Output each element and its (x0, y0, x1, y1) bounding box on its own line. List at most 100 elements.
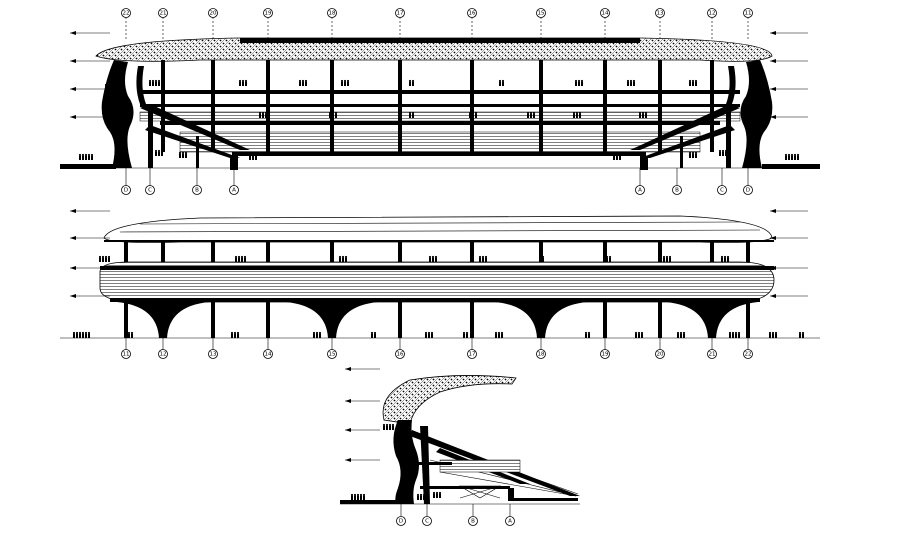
left-level-marker (70, 294, 110, 298)
spectator-figure (662, 255, 666, 262)
spectator-figure (694, 151, 698, 158)
grid-bubble-22: 22 (121, 8, 131, 18)
svg-text:17: 17 (469, 351, 476, 357)
grid-bubble-19: 19 (600, 349, 610, 359)
spectator-figure (665, 255, 669, 262)
svg-text:20: 20 (210, 10, 217, 16)
svg-text:D: D (124, 187, 128, 193)
column (124, 240, 128, 264)
column (470, 240, 474, 264)
spectator-figure (737, 331, 741, 338)
spectator-figure (691, 79, 695, 86)
spectator-figure (682, 331, 686, 338)
spectator-figure (468, 111, 472, 118)
spectator-figure (408, 453, 412, 460)
grid-bubble-13: 13 (208, 349, 218, 359)
spectator-figure (359, 493, 363, 500)
svg-text:21: 21 (709, 351, 716, 357)
spectator-figure (494, 331, 498, 338)
left-level-marker (345, 458, 380, 462)
svg-text:11: 11 (745, 10, 752, 16)
left-level-marker (70, 59, 110, 63)
column (603, 302, 607, 338)
svg-text:D: D (399, 518, 403, 524)
right-level-marker (770, 59, 808, 63)
svg-text:C: C (720, 187, 724, 193)
svg-text:22: 22 (745, 351, 752, 357)
spectator-figure (615, 153, 619, 160)
spectator-figure (243, 255, 247, 262)
spectator-figure (574, 79, 578, 86)
column (470, 302, 474, 338)
spectator-figure (241, 79, 245, 86)
spectator-figure (84, 153, 88, 160)
grid-bubble-13: 13 (655, 8, 665, 18)
spectator-figure (465, 331, 469, 338)
spectator-figure (334, 111, 338, 118)
spectator-figure (104, 83, 108, 90)
spectator-figure (338, 255, 342, 262)
spectator-figure (230, 331, 234, 338)
spectator-figure (787, 153, 791, 160)
spectator-figure (254, 153, 258, 160)
spectator-figure (258, 111, 262, 118)
column (658, 60, 662, 152)
svg-text:11: 11 (123, 351, 130, 357)
column (330, 60, 334, 152)
spectator-figure (75, 331, 79, 338)
grid-bubble-C: C (422, 516, 432, 526)
column (211, 240, 215, 264)
svg-text:20: 20 (657, 351, 664, 357)
spectator-figure (318, 331, 322, 338)
spectator-figure (587, 331, 591, 338)
grid-bubble-B: B (192, 185, 202, 195)
spectator-figure (234, 255, 238, 262)
column (124, 302, 128, 338)
spectator-figure (104, 255, 108, 262)
right-level-marker (770, 294, 808, 298)
spectator-figure (679, 331, 683, 338)
spectator-figure (578, 111, 582, 118)
spectator-figure (157, 79, 161, 86)
spectator-figure (151, 79, 155, 86)
svg-text:16: 16 (397, 351, 404, 357)
left-level-marker (70, 87, 110, 91)
svg-text:14: 14 (265, 351, 272, 357)
spectator-figure (431, 255, 435, 262)
column (603, 60, 607, 152)
spectator-figure (157, 149, 161, 156)
spectator-figure (532, 111, 536, 118)
left-level-marker (70, 266, 110, 270)
grid-bubble-11: 11 (743, 8, 753, 18)
right-level-marker (770, 209, 808, 213)
spectator-figure (796, 153, 800, 160)
spectator-figure (350, 493, 354, 500)
spectator-figure (405, 453, 409, 460)
column (746, 240, 750, 264)
column (746, 302, 750, 338)
svg-text:16: 16 (469, 10, 476, 16)
spectator-figure (408, 111, 412, 118)
column (266, 240, 270, 264)
spectator-figure (784, 153, 788, 160)
spectator-figure (430, 331, 434, 338)
spectator-figure (391, 423, 395, 430)
svg-text:18: 18 (329, 10, 336, 16)
spectator-figure (434, 255, 438, 262)
spectator-figure (602, 255, 606, 262)
spectator-figure (793, 153, 797, 160)
column (603, 240, 607, 264)
spectator-figure (724, 149, 728, 156)
spectator-figure (728, 331, 732, 338)
spectator-figure (107, 83, 111, 90)
detail-canopy (382, 375, 517, 425)
grid-bubble-A: A (229, 185, 239, 195)
column (710, 302, 714, 338)
column (211, 60, 215, 152)
spectator-figure (78, 153, 82, 160)
spectator-figure (435, 491, 439, 498)
spectator-figure (362, 493, 366, 500)
spectator-figure (629, 79, 633, 86)
